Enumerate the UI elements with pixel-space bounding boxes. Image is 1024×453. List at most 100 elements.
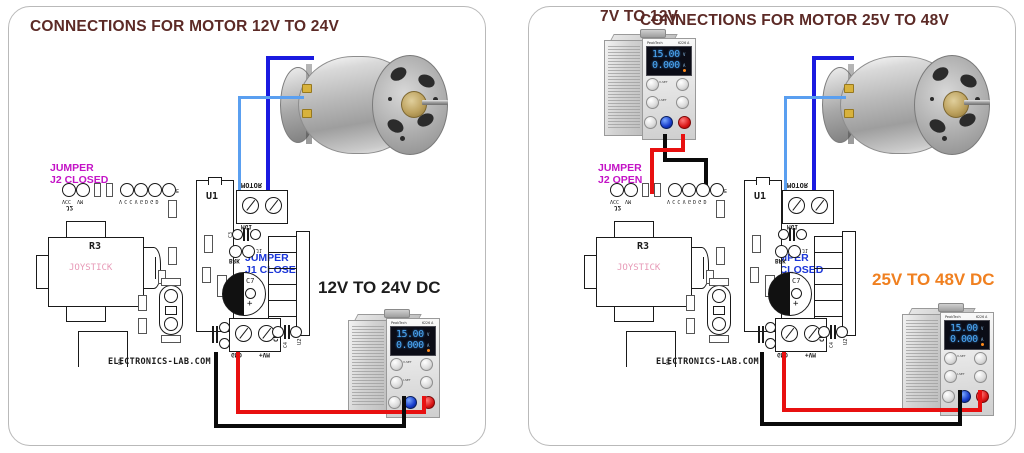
cap-c7-polarity-r: + [793,299,799,309]
joystick-tab-bottom [66,306,106,322]
fin-5-r [814,300,842,302]
power-supply-right: PeakTech 6226 A 15.00 V 0.000 A V-SET I-… [894,302,1010,422]
cap-c1-plate-b [216,326,218,343]
psu-current-unit: A [427,343,430,348]
psu-ocp-led-right [981,343,984,346]
jumper-j2-label-right: JUMPER J2 OPEN [598,162,643,186]
panel-left-title: CONNECTIONS FOR MOTOR 12V TO 24V [30,18,339,35]
aux-psu-ocp-led [683,69,686,72]
silk-j2-ref-r: J2 [614,204,622,211]
psu-current-display-right: 0.000 [950,334,978,345]
fin-1 [268,236,296,238]
jumper-j1-line2-right: J1 CLOSED [765,263,824,276]
pad-cn2-a [219,322,230,333]
smd-r7-r [686,318,695,334]
silk-j2-vm: VM [77,198,84,204]
u1-ref: U1 [206,191,219,202]
cap-c4-ref-r: C4 [829,341,835,348]
pad-j2-2-r [624,183,638,197]
cap-c7-pad [245,288,256,299]
jumper-j1-line1-right: JUMPER [765,252,809,264]
led-pad-bottom [164,317,178,331]
aux-psu-knob-3[interactable] [646,96,659,109]
wire-supply-red-v-right2 [978,390,982,412]
aux-supply-label-right: 7V TO 12V [600,8,679,25]
joystick-ref-right: R3 [637,241,650,252]
silk-pwr-ref-r: E [724,187,728,193]
aux-psu-knob-5[interactable] [644,116,657,129]
pad-pwr-3 [148,183,162,197]
cap-c7-ref: C7 [246,277,255,285]
u3-outline-top-r [626,331,676,333]
wire-supply-black-h-right [760,422,962,426]
jumper-j2-line2-right: J2 OPEN [598,173,643,186]
joystick-tab-top [66,221,106,238]
aux-power-supply-right: PeakTech 6226 A 15.00 V 0.000 A V-SET I-… [596,28,712,146]
psu-knob-5-right[interactable] [942,390,955,403]
fin-1-r [814,236,842,238]
cap-c4-plate-a [284,325,286,339]
fin-spine [268,236,270,318]
silk-j1-ref-r: J1 [802,247,809,253]
pad-brk-2 [242,245,255,258]
psu-knob-2-right[interactable] [974,352,987,365]
wire-supply-red-v-left [236,352,240,412]
psu-knob-1[interactable] [390,358,403,371]
cap-c1-plate-b-r [762,326,764,343]
smd-c5 [204,235,213,253]
silk-vm-r: +VM [805,351,816,358]
smd-bottom-led [161,335,181,343]
silk-vm: +VM [259,351,270,358]
watermark-right: ELECTRONICS-LAB.COM [656,357,759,367]
wire-supply-black-v-right2 [958,390,962,426]
pad-c3-a [232,229,243,240]
pad-j2-1 [62,183,76,197]
aux-psu-knob-4[interactable] [676,96,689,109]
psu-knob-2[interactable] [420,358,433,371]
silk-pwr-pins: VCCVGDGD [119,198,161,204]
psu-knob-3-right[interactable] [944,370,957,383]
watermark-left: ELECTRONICS-LAB.COM [108,357,211,367]
aux-psu-knob-1[interactable] [646,78,659,91]
psu-knob-3[interactable] [390,376,403,389]
pad-pwr-2-r [682,183,696,197]
wire-motor-light-blue-v [238,96,242,191]
aux-psu-knob-2[interactable] [676,78,689,91]
led-pad-top-r [712,289,726,303]
smd-c5-r [752,235,761,253]
fin-4-r [814,284,842,286]
psu-current-display: 0.000 [396,340,424,351]
pad-cn2-a-r [765,322,776,333]
fin-spine-r [814,236,816,318]
smd-bottom-led-r [709,335,729,343]
cap-c3-ref: C3 [228,231,234,238]
psu-knob-4[interactable] [420,376,433,389]
supply-label-left: 12V TO 24V DC [318,278,441,297]
aux-psu-terminal-negative[interactable] [660,116,673,129]
psu-knob-5[interactable] [388,396,401,409]
smd-r4-r [750,267,759,283]
wire-aux-black-v2 [704,158,708,194]
silk-brk: BRK [229,257,240,264]
pad-cn2-b-r [765,338,776,349]
aux-psu-terminal-positive[interactable] [678,116,691,129]
fin-6 [268,316,296,318]
psu-ocp-led [427,349,430,352]
smd-r4 [202,267,211,283]
pad-c3-a-r [778,229,789,240]
pad-c4-a [272,326,284,338]
wire-supply-red-v-left2 [782,352,786,410]
psu-knob-1-right[interactable] [944,352,957,365]
heatsink-u2-ref-r: U2 [843,338,849,345]
wire-motor-dark-blue-v-right [812,56,816,191]
joystick-tab-bottom-r [614,306,654,322]
psu-knob-4-right[interactable] [974,370,987,383]
silk-pwr-pins-r: VCCVGDGD [667,198,709,204]
u3-outline-left [78,331,80,367]
panel-right-title: CONNECTIONS FOR MOTOR 25V TO 48V [640,12,949,29]
smd-r1 [168,247,177,265]
silk-j2-vm-r: VM [625,198,632,204]
pad-pwr-4 [162,183,176,197]
cap-c7-right [768,272,812,316]
jumper-j1-line2: J1 CLOSED [245,263,304,276]
